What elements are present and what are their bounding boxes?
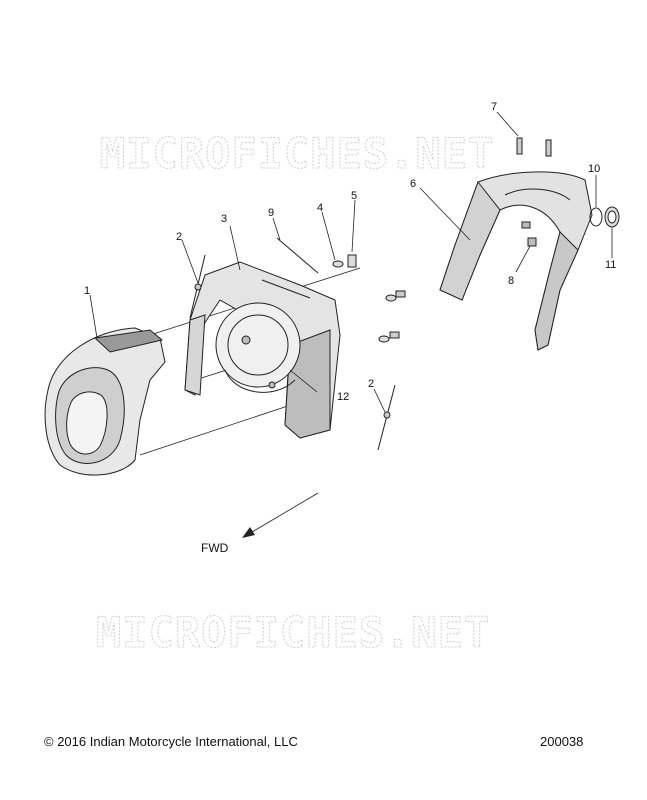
callout-2a: 2 — [176, 231, 182, 243]
u-shaped-cover — [419, 171, 593, 351]
outer-fairing — [44, 294, 166, 476]
callout-1: 1 — [84, 285, 90, 297]
copyright-text: © 2016 Indian Motorcycle International, … — [44, 734, 298, 749]
callout-10: 10 — [588, 163, 600, 175]
fasteners — [321, 199, 406, 343]
watermark-bottom: MICROFICHES.NET — [96, 608, 490, 657]
callout-8: 8 — [508, 275, 514, 287]
screws — [496, 111, 552, 157]
bracket-left — [181, 239, 206, 319]
clip — [515, 221, 537, 273]
callout-6: 6 — [410, 178, 416, 190]
diagram-number: 200038 — [540, 734, 584, 749]
callout-5: 5 — [351, 190, 357, 202]
bracket-right — [373, 384, 396, 451]
callout-3: 3 — [221, 213, 227, 225]
callout-2b: 2 — [368, 378, 374, 390]
watermark-top: MICROFICHES.NET — [100, 129, 494, 178]
callout-4: 4 — [317, 202, 323, 214]
callout-9: 9 — [268, 207, 274, 219]
direction-label: FWD — [201, 541, 229, 555]
callout-7: 7 — [491, 101, 497, 113]
inner-fairing-panel — [184, 225, 341, 439]
trim-strip — [261, 217, 319, 299]
forward-arrow — [242, 492, 319, 538]
callout-11: 11 — [605, 259, 616, 271]
rings — [589, 175, 620, 258]
callout-12: 12 — [337, 391, 349, 403]
